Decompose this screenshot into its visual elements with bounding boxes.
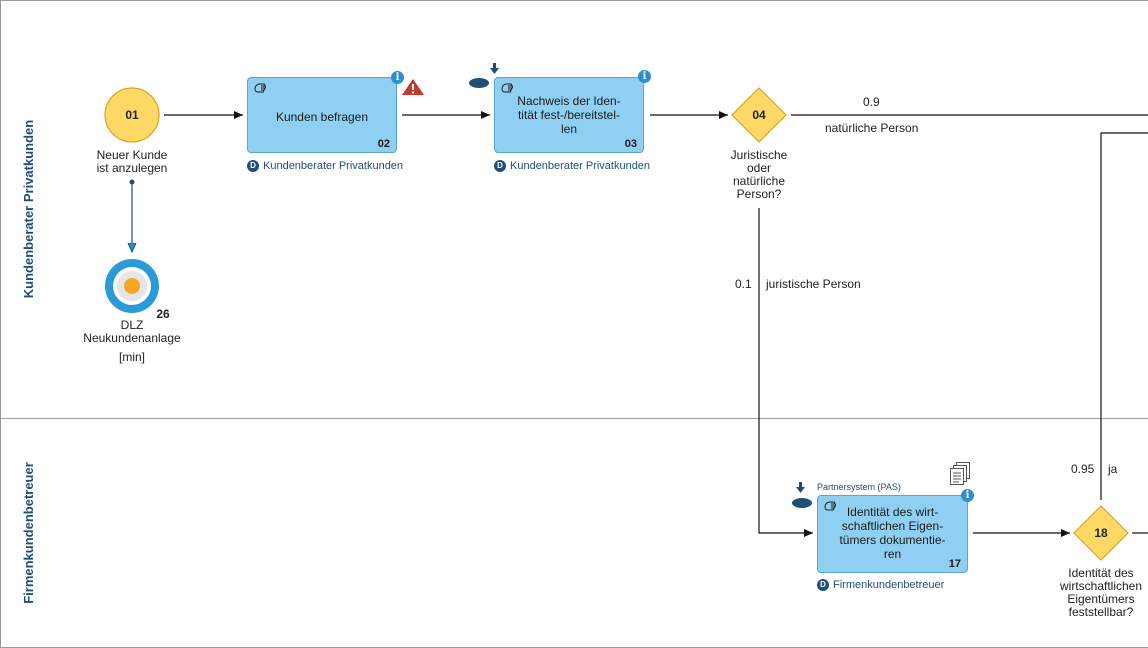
flow-legal-label: juristische Person bbox=[766, 277, 861, 291]
kpi-event-core bbox=[124, 278, 140, 294]
download-arrow-icon bbox=[490, 63, 499, 74]
task-03[interactable]: Nachweis der Iden- tität fest-/bereitste… bbox=[494, 77, 644, 153]
start-event-label-1: Neuer Kunde bbox=[96, 148, 168, 162]
task-03-role: D Kundenberater Privatkunden bbox=[494, 160, 650, 172]
task-03-label-3: len bbox=[560, 122, 577, 136]
flow-yes-probability: 0.95 bbox=[1071, 462, 1095, 476]
flow-yes-label: ja bbox=[1108, 462, 1118, 476]
gateway-18-label-4: feststellbar? bbox=[1068, 605, 1134, 619]
gateway-18 bbox=[1073, 505, 1129, 561]
lane-label-privatkunden: Kundenberater Privatkunden bbox=[21, 119, 36, 299]
gateway-04-label-1: Juristische bbox=[730, 148, 788, 162]
task-17-role: D Firmenkundenbetreuer bbox=[817, 579, 944, 591]
task-02-role-label: Kundenberater Privatkunden bbox=[263, 160, 404, 172]
flow-18-yes bbox=[1100, 132, 1148, 500]
gateway-18-label-2: wirtschaftlichen bbox=[1059, 579, 1143, 593]
gateway-18-label-1: Identität des bbox=[1068, 566, 1134, 580]
task-17-label-3: tümers dokumentie- bbox=[839, 533, 946, 547]
manual-task-icon bbox=[254, 83, 266, 93]
task-17-label-4: ren bbox=[883, 547, 902, 561]
task-02-label: Kunden befragen bbox=[275, 110, 369, 124]
task-17[interactable]: Identität des wirt- schaftlichen Eigen- … bbox=[817, 495, 968, 573]
task-02-number: 02 bbox=[377, 138, 390, 150]
lane-label-firmenkunden: Firmenkundenbetreuer bbox=[21, 462, 36, 604]
warning-icon bbox=[402, 79, 424, 95]
task-17-label-2: schaftlichen Eigen- bbox=[841, 519, 944, 533]
task-02[interactable]: Kunden befragen 02 bbox=[247, 77, 397, 153]
start-event bbox=[104, 87, 160, 143]
gateway-04-label-2: oder bbox=[746, 161, 772, 175]
flow-natural-label: natürliche Person bbox=[825, 121, 919, 135]
task-03-number: 03 bbox=[624, 138, 637, 150]
start-event-label-2: ist anzulegen bbox=[96, 161, 168, 175]
task-17-system: Partnersystem (PAS) bbox=[817, 482, 901, 492]
start-event-number: 01 bbox=[125, 108, 139, 122]
data-store-oval bbox=[792, 498, 812, 508]
manual-task-icon bbox=[501, 83, 513, 93]
data-store-oval bbox=[469, 78, 489, 88]
task-02-role: D Kundenberater Privatkunden bbox=[247, 160, 403, 172]
info-icon[interactable]: i bbox=[638, 70, 651, 83]
kpi-event-number: 26 bbox=[156, 307, 170, 321]
info-icon[interactable]: i bbox=[961, 489, 974, 502]
info-icon[interactable]: i bbox=[391, 71, 404, 84]
flow-natural-probability: 0.9 bbox=[863, 95, 880, 109]
gateway-04-label-4: Person? bbox=[736, 187, 782, 201]
gateway-04-label-3: natürliche bbox=[732, 174, 786, 188]
role-badge-icon: D bbox=[247, 160, 259, 172]
task-17-label-1: Identität des wirt- bbox=[846, 505, 939, 519]
kpi-event-label-2: Neukundenanlage bbox=[83, 331, 181, 345]
flow-legal-probability: 0.1 bbox=[735, 277, 752, 291]
gateway-18-label-3: Eigentümers bbox=[1067, 592, 1135, 606]
role-badge-icon: D bbox=[494, 160, 506, 172]
task-03-role-label: Kundenberater Privatkunden bbox=[510, 160, 651, 172]
kpi-event-unit: [min] bbox=[118, 350, 145, 364]
kpi-event-label-1: DLZ bbox=[120, 318, 144, 332]
gateway-04-number: 04 bbox=[752, 108, 766, 122]
gateway-18-number: 18 bbox=[1094, 526, 1108, 540]
role-badge-icon: D bbox=[817, 579, 829, 591]
document-stack-icon bbox=[950, 462, 970, 485]
download-arrow-icon bbox=[796, 482, 805, 493]
gateway-04 bbox=[731, 87, 787, 143]
task-03-label-1: Nachweis der Iden- bbox=[517, 94, 621, 108]
flow-04-legal bbox=[758, 208, 813, 537]
task-03-label-2: tität fest-/bereitstel- bbox=[517, 108, 621, 122]
task-17-number: 17 bbox=[948, 558, 961, 570]
task-17-role-label: Firmenkundenbetreuer bbox=[833, 579, 945, 591]
manual-task-icon bbox=[824, 501, 836, 511]
